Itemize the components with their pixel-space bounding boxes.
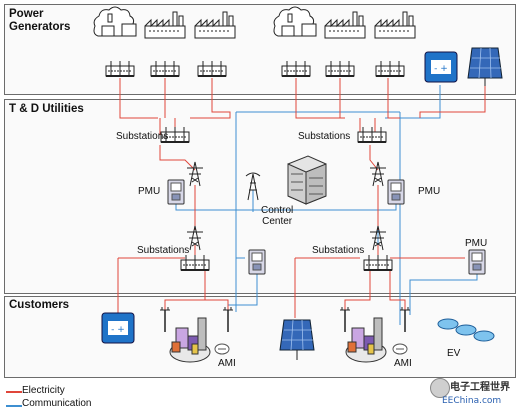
solar-panel-icon: [279, 319, 315, 360]
battery-icon: - +: [101, 312, 135, 344]
communication-lines: [175, 85, 486, 325]
pmu-label-lower-right: PMU: [465, 238, 488, 249]
smart-meter-icon: [392, 343, 408, 355]
td-utilities-title: T & D Utilities: [9, 103, 84, 115]
pmu-meter-icon: [468, 249, 486, 275]
pmu-meter-icon: [387, 179, 405, 205]
substations-label-left: Substations: [116, 131, 169, 142]
control-center-building-icon: [287, 155, 327, 205]
transmission-tower-icon: [186, 161, 204, 187]
substation-icon: [375, 60, 405, 77]
legend-electricity-swatch: [6, 391, 22, 393]
house-icon: [345, 317, 387, 363]
factory-icon: [144, 11, 186, 39]
substation-icon: [197, 60, 227, 77]
customers-title: Customers: [9, 299, 70, 311]
substation-icon: [105, 60, 135, 77]
substation-icon: [180, 254, 210, 271]
utility-pole-icon: [339, 306, 351, 333]
power-plant-icon: [93, 6, 137, 37]
electricity-lines: [117, 78, 486, 318]
pmu-meter-icon: [248, 249, 266, 275]
substation-icon: [150, 60, 180, 77]
transmission-tower-icon: [369, 161, 387, 187]
legend-electricity-label: Electricity: [22, 385, 65, 396]
ami-label-right: AMI: [394, 358, 412, 369]
factory-icon: [324, 11, 366, 39]
power-generators-title: Power Generators: [9, 8, 71, 33]
watermark-line2: EEChina.com: [442, 396, 502, 406]
watermark: 电子工程世界 EEChina.com: [430, 378, 515, 410]
factory-icon: [374, 11, 416, 39]
watermark-logo-icon: [430, 378, 450, 398]
watermark-line1: 电子工程世界: [450, 382, 510, 393]
utility-pole-icon: [399, 306, 411, 333]
legend-communication-label: Communication: [22, 398, 92, 409]
smart-meter-icon: [214, 343, 230, 355]
substation-icon: [281, 60, 311, 77]
solar-panel-icon: [467, 47, 503, 86]
radio-tower-icon: [245, 172, 261, 201]
pmu-meter-icon: [167, 179, 185, 205]
utility-pole-icon: [222, 306, 234, 333]
substation-icon: [363, 254, 393, 271]
ami-label-left: AMI: [218, 358, 236, 369]
substation-icon: [325, 60, 355, 77]
svg-text:- +: - +: [111, 325, 125, 335]
legend-communication-swatch: [6, 405, 22, 407]
pmu-label-left: PMU: [138, 186, 161, 197]
substation-icon: [357, 126, 387, 143]
house-icon: [169, 317, 211, 363]
electric-vehicle-icon: [437, 318, 495, 342]
customers-panel: [4, 296, 516, 378]
battery-icon: - +: [424, 51, 458, 83]
pmu-label-right: PMU: [418, 186, 441, 197]
control-center-label: Control Center: [261, 205, 294, 227]
substations-label-right: Substations: [298, 131, 351, 142]
factory-icon: [194, 11, 236, 39]
substations-label-lower-left: Substations: [137, 245, 190, 256]
substations-label-lower-right: Substations: [312, 245, 365, 256]
svg-text:- +: - +: [434, 64, 448, 74]
utility-pole-icon: [159, 306, 171, 333]
power-plant-icon: [273, 6, 317, 37]
ev-label: EV: [447, 348, 461, 359]
